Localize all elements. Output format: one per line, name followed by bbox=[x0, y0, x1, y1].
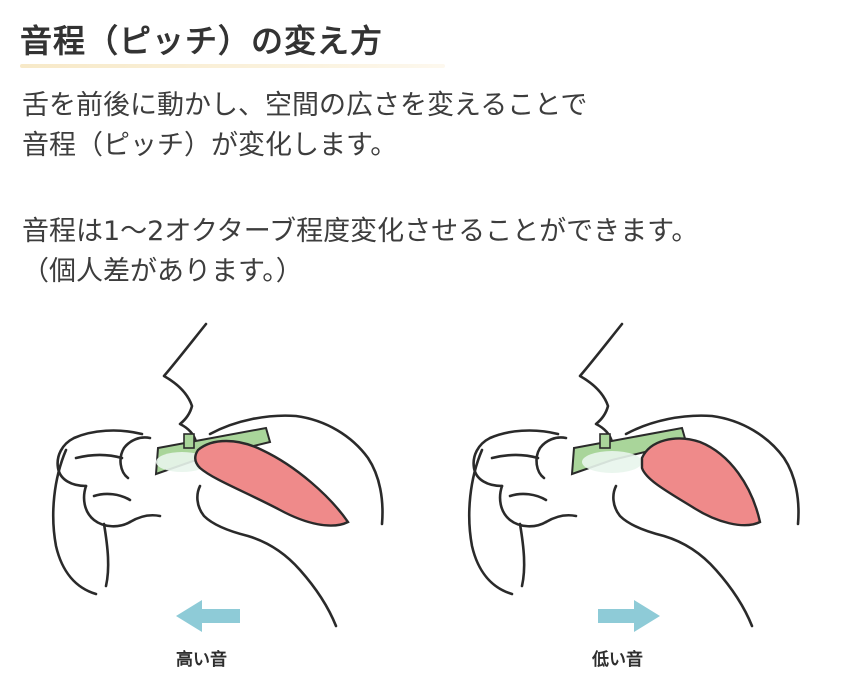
intro-line-2: 音程（ピッチ）が変化します。 bbox=[22, 130, 398, 161]
arrow-right-icon bbox=[598, 600, 660, 632]
intro-line-1: 舌を前後に動かし、空間の広さを変えることで bbox=[22, 90, 588, 121]
tongue-low bbox=[640, 437, 762, 527]
range-line-2: （個人差があります。） bbox=[22, 256, 303, 287]
page-title: 音程（ピッチ）の変え方 bbox=[20, 22, 384, 60]
range-line-1: 音程は1〜2オクターブ程度変化させることができます。 bbox=[22, 216, 699, 247]
pitch-illustrations bbox=[51, 322, 800, 632]
title-underline bbox=[20, 64, 445, 68]
intro-paragraph: 舌を前後に動かし、空間の広さを変えることで 音程（ピッチ）が変化します。 bbox=[22, 86, 587, 166]
caption-high-pitch: 高い音 bbox=[176, 650, 227, 670]
range-paragraph: 音程は1〜2オクターブ程度変化させることができます。 （個人差があります。） bbox=[22, 212, 698, 292]
illustration-high-pitch bbox=[51, 322, 384, 628]
arrow-left-icon bbox=[176, 600, 240, 632]
mouthpiece-device-low bbox=[570, 426, 688, 476]
caption-low-pitch: 低い音 bbox=[592, 650, 643, 670]
illustration-low-pitch bbox=[467, 322, 800, 628]
tongue-high bbox=[194, 439, 350, 527]
